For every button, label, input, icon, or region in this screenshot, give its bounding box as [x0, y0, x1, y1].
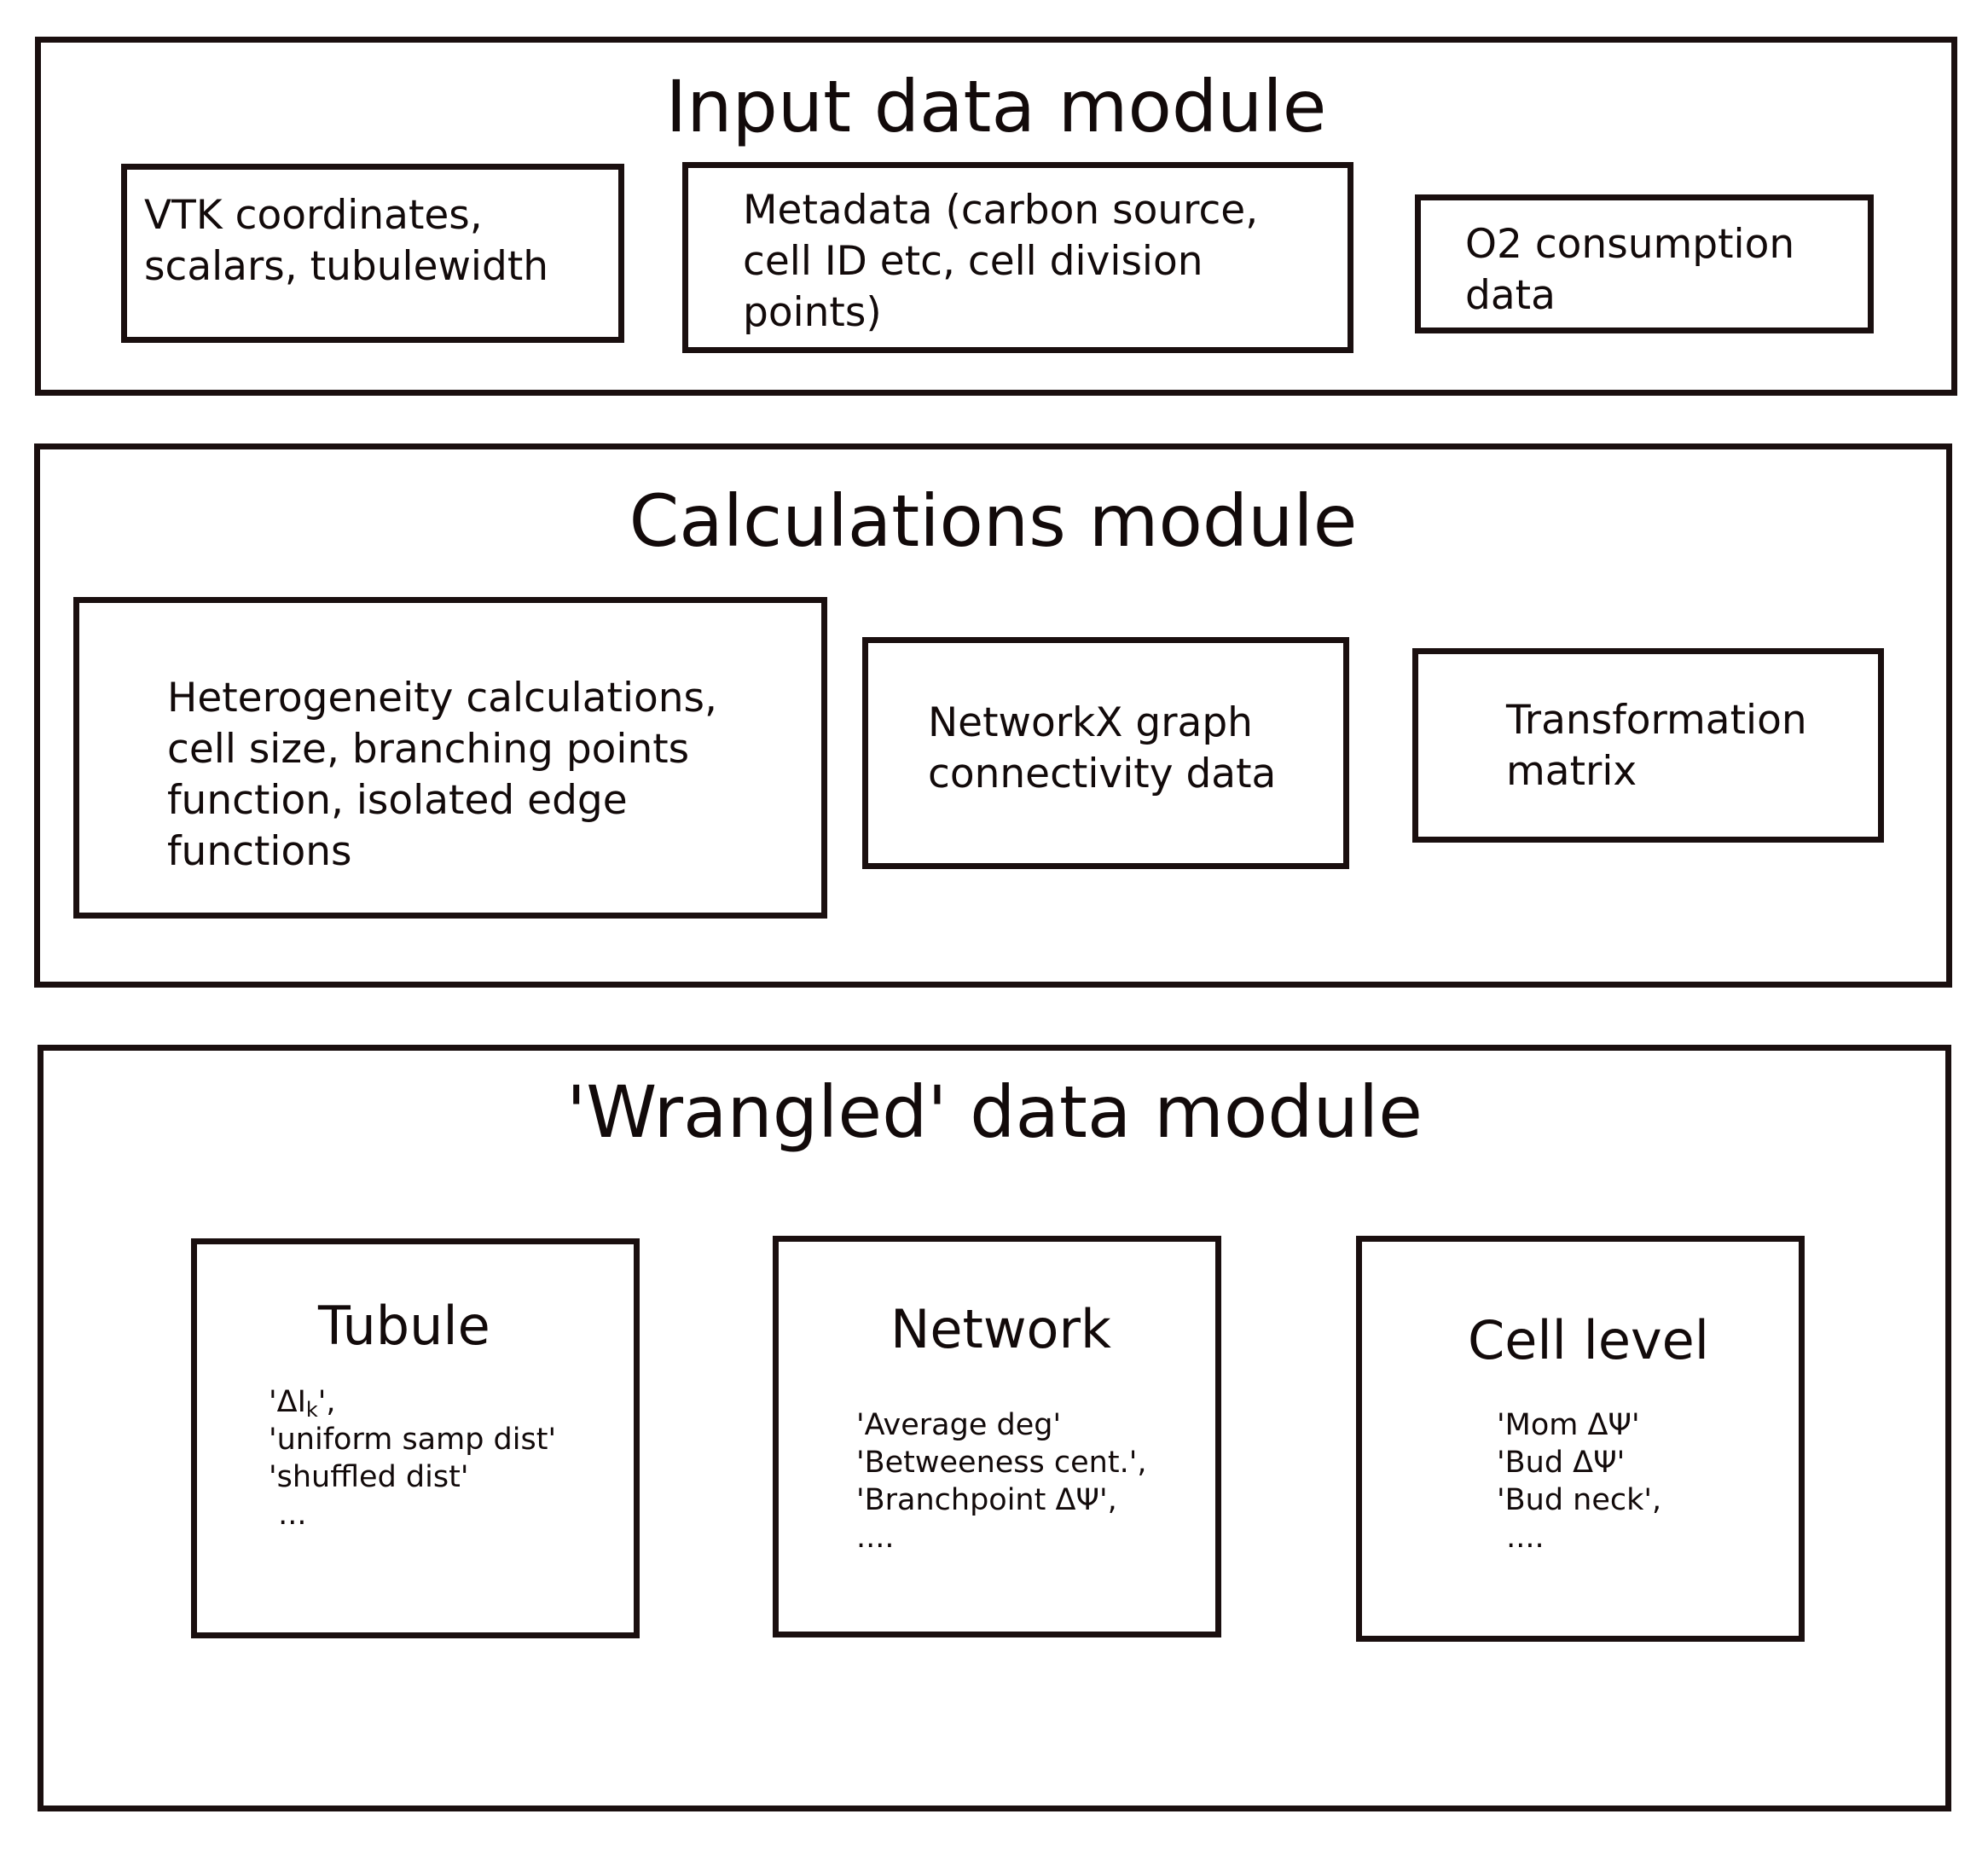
network-item-betweeness: 'Betweeness cent.', [856, 1446, 1147, 1480]
wrangled-module-title: 'Wrangled' data module [566, 1070, 1423, 1154]
cell-level-item-mom: 'Mom ΔΨ' [1497, 1408, 1640, 1442]
transformation-matrix-text: Transformation matrix [1506, 697, 1807, 795]
o2-consumption-text: O2 consumption data [1465, 221, 1795, 319]
cell-level-items: 'Mom ΔΨ' 'Bud ΔΨ' 'Bud neck', .... [1497, 1406, 1661, 1556]
network-title: Network [890, 1298, 1111, 1360]
tubule-items: 'ΔIk', 'uniform samp dist' 'shuffled dis… [269, 1383, 556, 1533]
cell-level-item-more: .... [1497, 1521, 1545, 1555]
input-module-title: Input data module [665, 65, 1327, 148]
tubule-title: Tubule [318, 1295, 490, 1357]
tubule-item-more: ... [269, 1498, 307, 1532]
vtk-coordinates-box: VTK coordinates, scalars, tubulewidth [121, 164, 624, 343]
metadata-box: Metadata (carbon source, cell ID etc, ce… [682, 162, 1353, 353]
tubule-item-uniform: 'uniform samp dist' [269, 1423, 557, 1457]
networkx-box: NetworkX graph connectivity data [862, 637, 1349, 869]
cell-level-item-bud-neck: 'Bud neck', [1497, 1483, 1662, 1517]
transformation-matrix-box: Transformation matrix [1412, 648, 1884, 843]
networkx-text: NetworkX graph connectivity data [928, 699, 1277, 797]
network-item-more: .... [856, 1521, 895, 1555]
network-items: 'Average deg' 'Betweeness cent.', 'Branc… [856, 1406, 1146, 1556]
network-item-average-deg: 'Average deg' [856, 1408, 1062, 1442]
network-item-branchpoint: 'Branchpoint ΔΨ', [856, 1483, 1117, 1517]
cell-level-title: Cell level [1468, 1309, 1710, 1371]
cell-level-box: Cell level 'Mom ΔΨ' 'Bud ΔΨ' 'Bud neck',… [1356, 1236, 1805, 1642]
tubule-item-shuffled: 'shuffled dist' [269, 1460, 469, 1494]
heterogeneity-text: Heterogeneity calculations, cell size, b… [167, 675, 717, 875]
network-box: Network 'Average deg' 'Betweeness cent.'… [773, 1236, 1221, 1637]
metadata-text: Metadata (carbon source, cell ID etc, ce… [743, 187, 1259, 336]
o2-consumption-box: O2 consumption data [1415, 194, 1874, 333]
heterogeneity-box: Heterogeneity calculations, cell size, b… [73, 597, 827, 919]
tubule-box: Tubule 'ΔIk', 'uniform samp dist' 'shuff… [191, 1238, 640, 1638]
cell-level-item-bud: 'Bud ΔΨ' [1497, 1446, 1626, 1480]
calculations-module-title: Calculations module [629, 479, 1358, 563]
tubule-item-delta-i: 'ΔIk', [269, 1385, 336, 1422]
vtk-coordinates-text: VTK coordinates, scalars, tubulewidth [144, 192, 549, 290]
